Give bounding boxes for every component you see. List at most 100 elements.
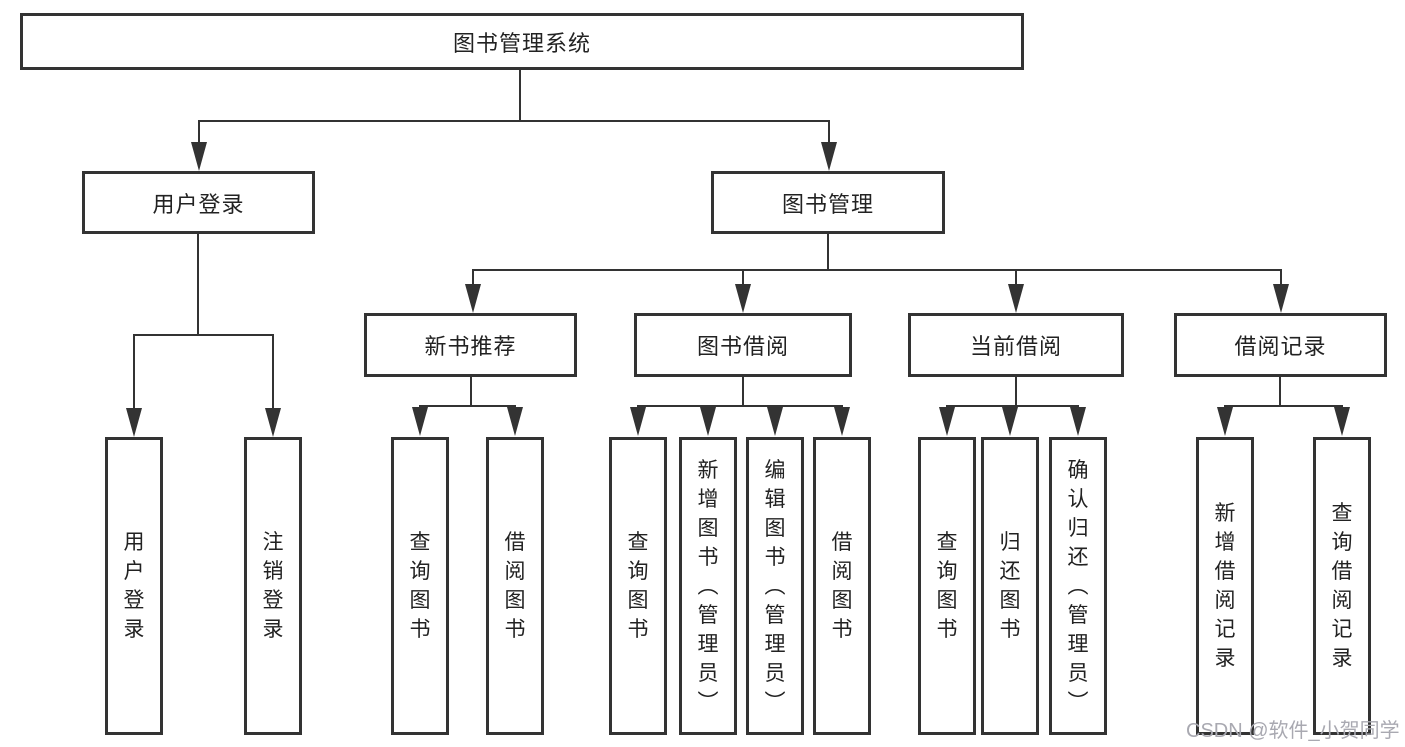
vertical-char: 询 — [627, 560, 649, 583]
vertical-char: 查 — [1331, 502, 1353, 525]
vertical-char: 书 — [627, 618, 649, 641]
vertical-char: 还 — [1067, 545, 1089, 569]
vertical-char: 询 — [409, 560, 431, 583]
leaf-query-books-borrow: 查询图书 — [609, 437, 667, 735]
vertical-char: 图 — [504, 589, 526, 612]
vertical-char: 理 — [697, 632, 719, 656]
leaf-borrow-books-borrow: 借阅图书 — [813, 437, 871, 735]
leaf-edit-books-admin: 编辑图书︵管理员︶ — [746, 437, 804, 735]
vertical-char: ︵ — [1067, 574, 1089, 598]
vertical-char: 管 — [697, 603, 719, 627]
connector — [1279, 377, 1281, 407]
leaf-query-borrow-record: 查询借阅记录 — [1313, 437, 1371, 735]
connector — [827, 234, 829, 271]
arrowhead — [767, 407, 783, 436]
leaf-return-books: 归还图书 — [981, 437, 1039, 735]
arrowhead — [700, 407, 716, 436]
connector — [946, 405, 1079, 407]
node-book-borrowing: 图书借阅 — [634, 313, 852, 377]
connector — [637, 405, 843, 407]
vertical-char: 理 — [1067, 632, 1089, 656]
vertical-char: 图 — [627, 589, 649, 612]
arrowhead — [1070, 407, 1086, 436]
vertical-char: 图 — [936, 589, 958, 612]
vertical-char: 销 — [262, 560, 284, 583]
vertical-char: 户 — [123, 560, 145, 583]
vertical-char: 确 — [1067, 458, 1089, 482]
vertical-char: 借 — [1214, 560, 1236, 583]
node-current-borrowing: 当前借阅 — [908, 313, 1124, 377]
vertical-char: ︵ — [697, 574, 719, 598]
leaf-confirm-return-admin: 确认归还︵管理员︶ — [1049, 437, 1107, 735]
vertical-char: 图 — [764, 516, 786, 540]
vertical-char: 员 — [1067, 661, 1089, 685]
node-library-system: 图书管理系统 — [20, 13, 1024, 70]
connector — [742, 377, 744, 407]
vertical-char: 书 — [831, 618, 853, 641]
vertical-char: 书 — [697, 545, 719, 569]
connector — [472, 271, 474, 287]
arrowhead — [735, 284, 751, 313]
vertical-char: 借 — [1331, 560, 1353, 583]
vertical-char: 查 — [936, 531, 958, 554]
vertical-char: 书 — [936, 618, 958, 641]
arrowhead — [1334, 407, 1350, 436]
vertical-char: 编 — [764, 458, 786, 482]
leaf-query-books-current: 查询图书 — [918, 437, 976, 735]
connector — [419, 405, 516, 407]
arrowhead — [834, 407, 850, 436]
vertical-char: 录 — [1214, 647, 1236, 670]
vertical-char: 查 — [627, 531, 649, 554]
arrowhead — [1002, 407, 1018, 436]
connector — [828, 122, 830, 146]
vertical-char: 新 — [1214, 502, 1236, 525]
node-borrow-records-label: 借阅记录 — [1234, 334, 1327, 359]
vertical-char: 图 — [697, 516, 719, 540]
vertical-char: 书 — [999, 618, 1021, 641]
vertical-char: 管 — [1067, 603, 1089, 627]
vertical-char: 借 — [831, 531, 853, 554]
vertical-char: 用 — [123, 531, 145, 554]
connector — [272, 336, 274, 410]
vertical-char: 认 — [1067, 487, 1089, 511]
vertical-char: 阅 — [504, 560, 526, 583]
vertical-char: 增 — [697, 487, 719, 511]
vertical-char: ︶ — [697, 690, 719, 714]
connector — [1224, 405, 1343, 407]
vertical-char: 书 — [409, 618, 431, 641]
leaf-add-books-admin: 新增图书︵管理员︶ — [679, 437, 737, 735]
connector — [472, 269, 1282, 271]
vertical-char: 书 — [764, 545, 786, 569]
node-new-book-recommend-label: 新书推荐 — [424, 334, 517, 359]
connector — [133, 336, 135, 410]
vertical-char: 书 — [504, 618, 526, 641]
arrowhead — [126, 408, 142, 437]
vertical-char: 录 — [262, 618, 284, 641]
connector — [133, 334, 274, 336]
node-library-system-label: 图书管理系统 — [452, 30, 591, 56]
arrowhead — [630, 407, 646, 436]
connector — [198, 122, 200, 146]
vertical-char: 录 — [123, 618, 145, 641]
connector — [1015, 377, 1017, 407]
vertical-char: 询 — [936, 560, 958, 583]
leaf-logout: 注销登录 — [244, 437, 302, 735]
arrowhead — [191, 142, 207, 171]
arrowhead — [1273, 284, 1289, 313]
watermark: CSDN @软件_小贺同学 — [1186, 720, 1400, 742]
vertical-char: 阅 — [1331, 589, 1353, 612]
vertical-char: 注 — [262, 531, 284, 554]
node-book-management-label: 图书管理 — [781, 191, 874, 217]
vertical-char: 记 — [1214, 618, 1236, 641]
vertical-char: 图 — [409, 589, 431, 612]
vertical-char: 记 — [1331, 618, 1353, 641]
leaf-query-books-recommend: 查询图书 — [391, 437, 449, 735]
connector — [1015, 271, 1017, 287]
node-user-login-branch-label: 用户登录 — [152, 191, 245, 217]
connector — [470, 377, 472, 407]
node-book-management: 图书管理 — [711, 171, 945, 234]
vertical-char: 登 — [262, 589, 284, 612]
vertical-char: 阅 — [831, 560, 853, 583]
vertical-char: 登 — [123, 589, 145, 612]
connector — [198, 120, 830, 122]
